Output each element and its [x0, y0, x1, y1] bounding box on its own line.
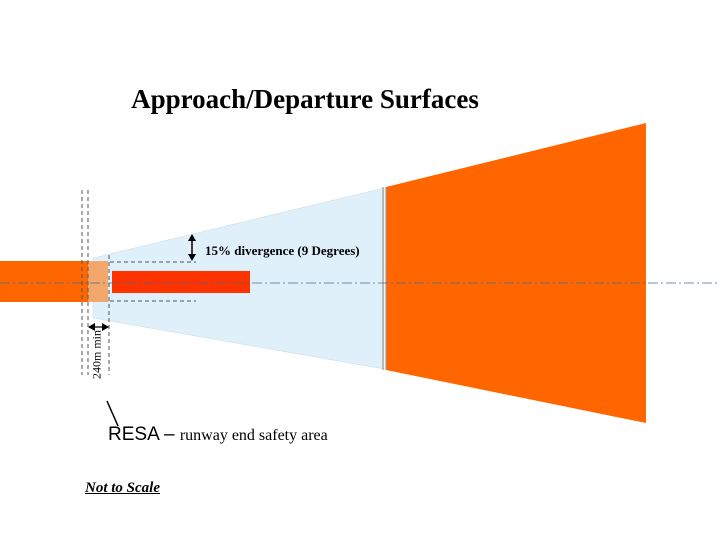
runway — [0, 261, 88, 302]
resa-pointer-line — [106, 400, 119, 427]
diagram-title: Approach/Departure Surfaces — [131, 84, 479, 114]
threshold-block — [112, 271, 250, 293]
resa-length-arrowhead-right — [102, 323, 109, 331]
resa-length-arrowhead-left — [88, 323, 95, 331]
resa-area — [88, 261, 108, 302]
scale-note: Not to Scale — [85, 480, 160, 496]
outer-approach-section — [386, 123, 646, 423]
divergence-label: 15% divergence (9 Degrees) — [205, 243, 360, 258]
resa-description: runway end safety area — [179, 427, 328, 444]
resa-label: RESA – runway end safety area — [108, 424, 328, 446]
divergence-arrowhead-up — [188, 234, 196, 241]
resa-dash: – — [158, 424, 180, 445]
resa-abbr: RESA — [108, 424, 159, 445]
dimension-label-text: 240m min — [89, 330, 104, 380]
divergence-arrowhead-down — [188, 254, 196, 261]
